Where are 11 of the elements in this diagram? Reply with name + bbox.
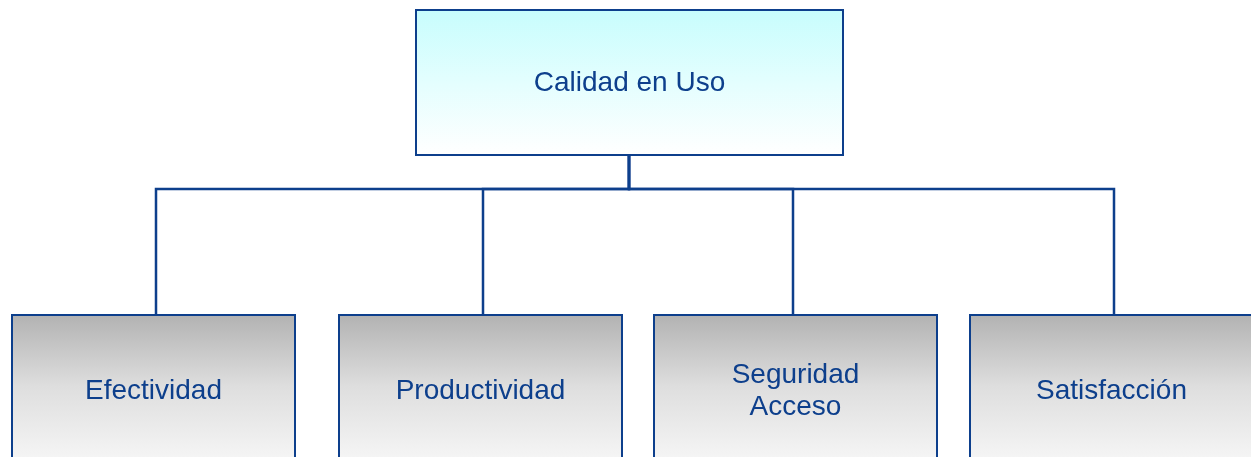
- box-label: Satisfacción: [1036, 373, 1187, 407]
- child-box: [11, 314, 296, 457]
- child-box: [338, 314, 623, 457]
- child-box: [969, 314, 1251, 457]
- box-label: Productividad: [395, 373, 566, 407]
- box-label: Efectividad: [85, 373, 222, 407]
- child-box: [653, 314, 938, 457]
- box-label: Seguridad Acceso: [730, 357, 861, 423]
- parent-box: [415, 9, 844, 156]
- box-label: Calidad en Uso: [533, 66, 726, 99]
- connector-line: [627, 156, 1116, 314]
